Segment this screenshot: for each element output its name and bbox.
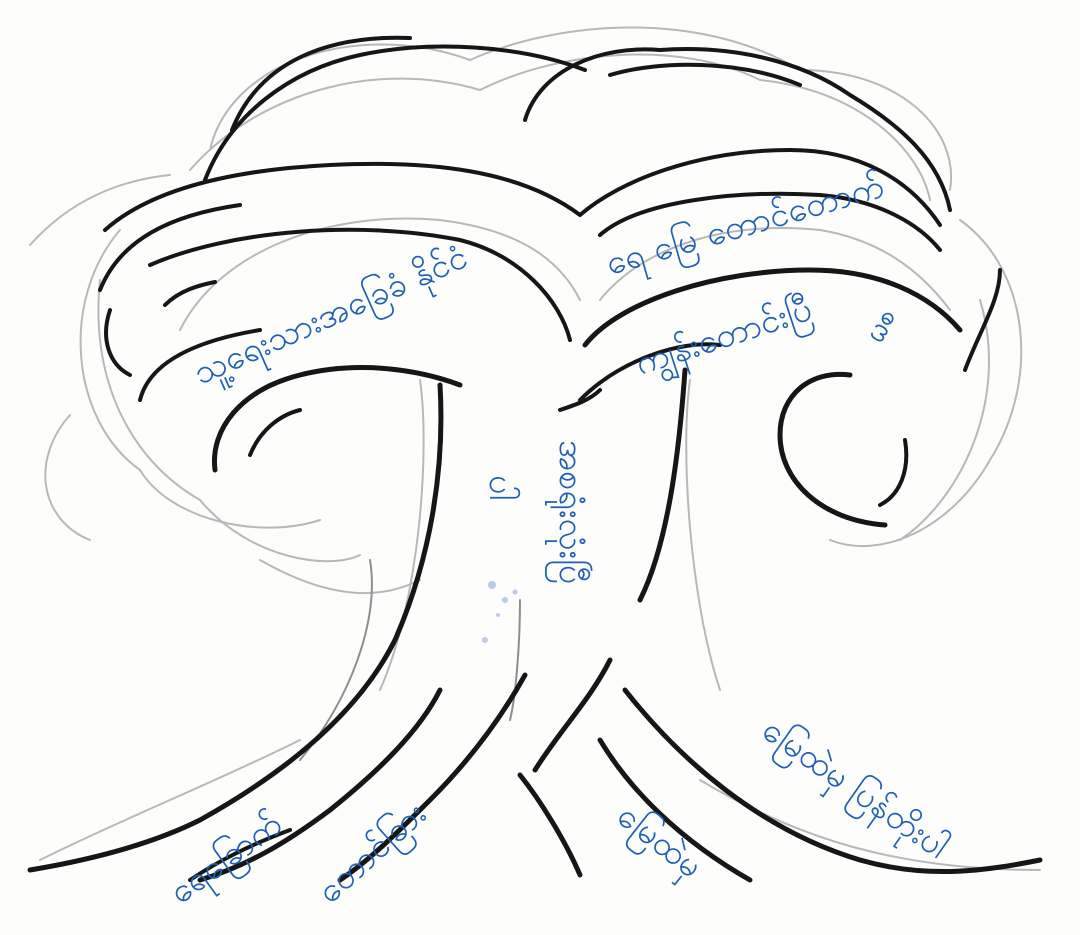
ink-smudge [482,581,518,643]
label-root-far-left: ရေခြောက် [162,804,294,917]
label-canopy-right-side: ဒီ [864,308,899,352]
label-canopy-right-mid: ကျွန်းတောင်းပြီ [630,289,819,390]
label-trunk-left: ပါ [481,475,521,500]
pencil-sketch [30,28,1040,871]
label-trunk-center: အစရုံးလုံးပြီ [545,440,591,584]
tree-outline [30,38,1040,880]
